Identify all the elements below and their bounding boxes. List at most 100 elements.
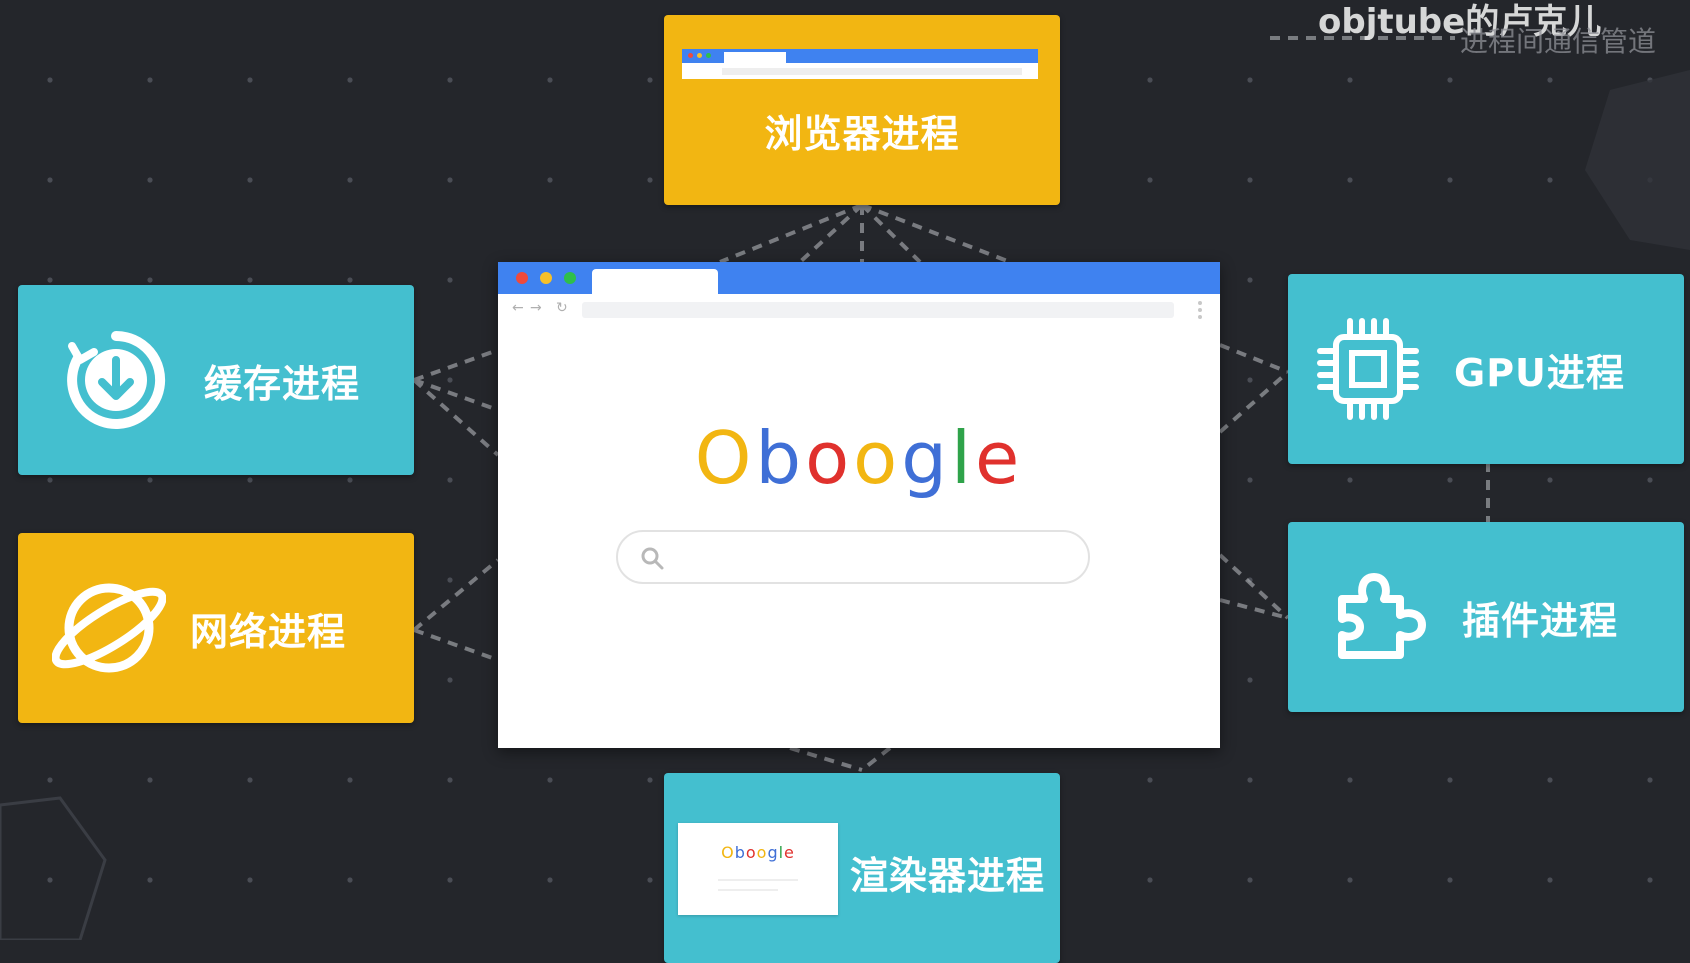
grid-dot <box>447 577 453 583</box>
puzzle-icon <box>1334 569 1430 665</box>
maximize-dot[interactable] <box>564 272 576 284</box>
mini-minimize-dot <box>697 53 702 58</box>
grid-dot <box>47 477 53 483</box>
grid-dot <box>647 877 653 883</box>
logo-letter: e <box>974 416 1024 500</box>
grid-dot <box>47 777 53 783</box>
grid-dot <box>447 77 453 83</box>
grid-dot <box>1247 77 1253 83</box>
grid-dot <box>547 777 553 783</box>
browser-titlebar <box>498 262 1220 294</box>
search-input[interactable] <box>616 530 1090 584</box>
grid-dot <box>547 77 553 83</box>
thumbnail-logo-letter: o <box>745 843 757 862</box>
grid-dot <box>447 677 453 683</box>
gpu-process-card: GPU进程 <box>1288 274 1684 464</box>
render-process-card: Oboogle 渲染器进程 <box>664 773 1060 963</box>
logo-letter: O <box>694 416 756 500</box>
mini-close-dot <box>688 53 693 58</box>
grid-dot <box>547 177 553 183</box>
grid-dot <box>47 277 53 283</box>
grid-dot <box>1447 77 1453 83</box>
watermark-subtitle: 进程间通信管道 <box>1460 25 1657 58</box>
grid-dot <box>447 177 453 183</box>
mini-browser-window <box>682 49 1038 79</box>
hexagon-decoration <box>0 796 107 940</box>
logo-letter: o <box>805 416 854 500</box>
search-engine-logo: Oboogle <box>498 422 1220 494</box>
grid-dot <box>347 177 353 183</box>
grid-dot <box>347 77 353 83</box>
grid-dot <box>1247 377 1253 383</box>
grid-dot <box>1647 777 1653 783</box>
grid-dot <box>147 877 153 883</box>
download-circle-icon <box>64 328 168 432</box>
grid-dot <box>1247 177 1253 183</box>
browser-tab[interactable] <box>592 269 718 294</box>
cache-process-card: 缓存进程 <box>18 285 414 475</box>
grid-dot <box>1347 477 1353 483</box>
grid-dot <box>1347 77 1353 83</box>
thumbnail-logo-letter: e <box>784 843 795 862</box>
grid-dot <box>647 777 653 783</box>
plugin-process-label: 插件进程 <box>1462 598 1619 643</box>
grid-dot <box>147 77 153 83</box>
grid-dot <box>1247 677 1253 683</box>
grid-dot <box>247 877 253 883</box>
grid-dot <box>1247 877 1253 883</box>
address-bar[interactable] <box>582 302 1174 318</box>
render-process-label: 渲染器进程 <box>850 854 1046 898</box>
grid-dot <box>347 777 353 783</box>
grid-dot <box>1647 477 1653 483</box>
grid-dot <box>547 877 553 883</box>
grid-dot <box>647 77 653 83</box>
grid-dot <box>1447 477 1453 483</box>
minimize-dot[interactable] <box>540 272 552 284</box>
chip-icon <box>1316 317 1420 421</box>
grid-dot <box>247 277 253 283</box>
browser-process-card: 浏览器进程 <box>664 15 1060 205</box>
browser-toolbar: ← → ↻ <box>498 294 1220 324</box>
browser-process-label: 浏览器进程 <box>764 112 960 156</box>
hexagon-decoration <box>1585 70 1690 250</box>
connector-lines <box>412 36 1490 772</box>
grid-dot <box>1647 877 1653 883</box>
grid-dot <box>1447 777 1453 783</box>
grid-dot <box>1347 777 1353 783</box>
grid-dot <box>1447 177 1453 183</box>
gpu-process-label: GPU进程 <box>1454 350 1625 395</box>
search-icon <box>640 546 666 576</box>
grid-dot <box>1347 177 1353 183</box>
thumbnail-logo-letter: b <box>734 843 746 862</box>
reload-icon[interactable]: ↻ <box>556 300 568 316</box>
close-dot[interactable] <box>516 272 528 284</box>
grid-dot <box>347 477 353 483</box>
back-arrow-icon[interactable]: ← <box>512 300 524 316</box>
grid-dot <box>1547 77 1553 83</box>
grid-dot <box>447 477 453 483</box>
render-thumbnail: Oboogle <box>678 823 838 915</box>
grid-dot <box>1147 877 1153 883</box>
forward-arrow-icon[interactable]: → <box>530 300 542 316</box>
planet-icon <box>52 576 166 680</box>
grid-dot <box>1547 477 1553 483</box>
grid-dot <box>647 177 653 183</box>
grid-dot <box>147 777 153 783</box>
mini-maximize-dot <box>706 53 711 58</box>
grid-dot <box>1547 777 1553 783</box>
grid-dot <box>1147 77 1153 83</box>
network-process-label: 网络进程 <box>190 609 347 654</box>
thumbnail-logo-letter: o <box>756 843 768 862</box>
grid-dot <box>447 777 453 783</box>
grid-dot <box>1447 877 1453 883</box>
grid-dot <box>147 177 153 183</box>
grid-dot <box>147 277 153 283</box>
logo-letter: o <box>853 416 902 500</box>
grid-dot <box>1247 477 1253 483</box>
grid-dot <box>47 77 53 83</box>
diagram-background <box>0 36 1690 940</box>
menu-dots-icon[interactable] <box>1198 301 1202 319</box>
thumbnail-logo-letter: g <box>767 843 779 862</box>
thumbnail-logo-letter: O <box>721 843 735 862</box>
logo-letter: l <box>950 416 975 500</box>
